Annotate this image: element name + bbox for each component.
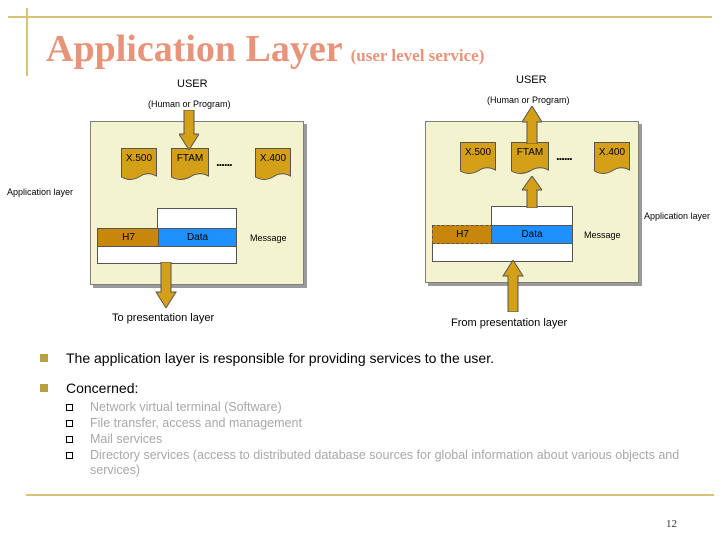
right-data-cell: Data — [491, 225, 573, 244]
right-message-label: Message — [584, 230, 621, 240]
sub-bullet-text: File transfer, access and management — [90, 416, 302, 430]
left-lower-box — [97, 244, 237, 264]
left-data-cell: Data — [158, 228, 237, 247]
left-dots: ...... — [216, 154, 233, 169]
right-h7-cell: H7 — [432, 225, 493, 244]
left-x400-doc: X.400 — [255, 148, 291, 182]
right-x500-doc-shape — [460, 142, 496, 174]
title-main: Application Layer — [46, 28, 343, 70]
right-arrow-up-in — [502, 260, 524, 312]
bullet-text: Concerned: — [66, 380, 139, 396]
sub-bullet-item: Mail services — [40, 432, 700, 447]
sub-bullet-item: Directory services (access to distribute… — [40, 448, 700, 478]
right-lower-box — [432, 242, 573, 262]
left-ftam-doc-shape — [171, 148, 209, 180]
left-arrow-down-in — [179, 110, 199, 150]
right-user-label: USER — [516, 74, 547, 86]
bullet-list: The application layer is responsible for… — [40, 350, 700, 479]
right-x500-text: X.500 — [464, 147, 492, 158]
frame-left-line — [26, 8, 28, 76]
slide-title: Application Layer (user level service) — [46, 30, 484, 68]
bullet-item: The application layer is responsible for… — [40, 350, 700, 366]
right-upper-box — [491, 206, 573, 227]
left-user-label: USER — [177, 78, 208, 90]
bullet-square-icon — [40, 354, 48, 362]
sub-bullet-item: File transfer, access and management — [40, 416, 700, 431]
right-x500-doc: X.500 — [460, 142, 496, 176]
right-dots: ...... — [556, 148, 573, 163]
bullet-text: The application layer is responsible for… — [66, 350, 494, 366]
sub-bullet-box-icon — [66, 420, 73, 427]
sub-bullet-text: Network virtual terminal (Software) — [90, 400, 282, 414]
left-ftam-text: FTAM — [176, 153, 204, 164]
left-x500-doc: X.500 — [121, 148, 157, 182]
sub-bullet-box-icon — [66, 436, 73, 443]
left-x400-doc-shape — [255, 148, 291, 180]
left-h7-cell: H7 — [97, 228, 160, 247]
left-upper-box — [157, 208, 237, 229]
left-bottom-label: To presentation layer — [112, 312, 215, 324]
sub-bullet-text: Mail services — [90, 432, 163, 446]
left-x500-text: X.500 — [125, 153, 153, 164]
right-ftam-doc-shape — [511, 142, 549, 174]
left-user-sub: (Human or Program) — [148, 99, 231, 109]
right-bottom-label: From presentation layer — [451, 317, 568, 329]
left-side-label: Application layer — [7, 187, 74, 197]
sub-bullet-box-icon — [66, 452, 73, 459]
right-ftam-text: FTAM — [516, 147, 544, 158]
right-user-sub: (Human or Program) — [487, 95, 570, 105]
title-subtitle: (user level service) — [350, 46, 485, 65]
left-x500-doc-shape — [121, 148, 157, 180]
right-x400-doc-shape — [594, 142, 630, 174]
bullet-square-icon — [40, 384, 48, 392]
sub-bullet-box-icon — [66, 404, 73, 411]
page-number: 12 — [666, 518, 677, 530]
frame-bottom-line — [26, 494, 714, 496]
frame-top-line — [8, 16, 712, 18]
left-x400-text: X.400 — [259, 153, 287, 164]
right-arrow-up-mid — [522, 176, 542, 208]
bullet-item: Concerned: — [40, 380, 700, 396]
right-arrow-up-out — [522, 106, 542, 144]
left-ftam-doc: FTAM — [171, 148, 209, 182]
sub-bullet-item: Network virtual terminal (Software) — [40, 400, 700, 415]
right-ftam-doc: FTAM — [511, 142, 549, 176]
right-side-label: Application layer — [644, 211, 711, 221]
right-x400-doc: X.400 — [594, 142, 630, 176]
left-message-label: Message — [250, 233, 287, 243]
right-x400-text: X.400 — [598, 147, 626, 158]
left-arrow-down-out — [155, 262, 177, 308]
sub-bullet-text: Directory services (access to distribute… — [90, 448, 680, 477]
